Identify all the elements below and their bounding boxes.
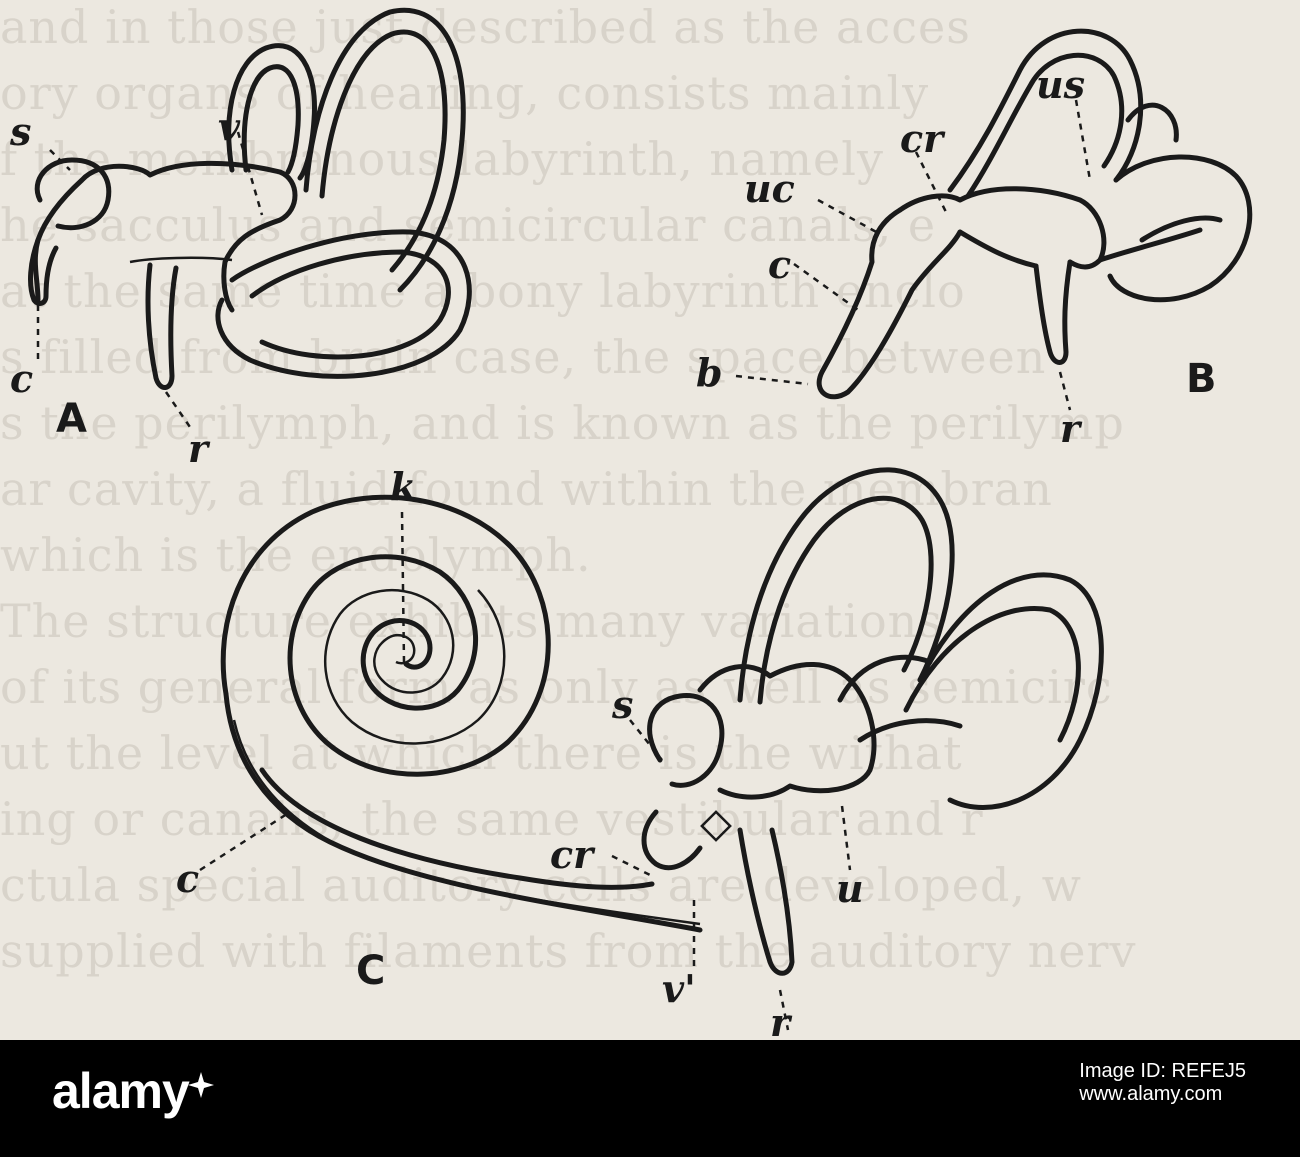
b-canal-lateral [1128,105,1220,240]
label-c-v: v' [662,966,696,1011]
panel-label-b: B [1186,356,1217,402]
watermark-bar: alamy Image ID: REFEJ5 www.alamy.com [0,1040,1300,1157]
semicircular-canal-posterior [306,10,463,290]
c-endolymph-duct [740,830,792,973]
leader-r [166,392,192,430]
panel-label-c: C [356,948,385,994]
label-a-s: s [9,109,31,154]
semicircular-canal-lateral [218,232,469,376]
inner-ear-figure: s v c r A us cr uc c [0,0,1300,1040]
leader-k [402,512,404,662]
image-id-block: Image ID: REFEJ5 www.alamy.com [1079,1060,1246,1106]
semicircular-canal-anterior [229,46,315,178]
c-duct-shading [234,720,700,924]
leader-b [736,376,808,384]
leader-c [794,264,858,310]
label-b-cr: cr [900,116,946,161]
c-small-structure [702,812,730,840]
panel-a-drawing [31,10,470,430]
image-id-caption: Image ID: REFEJ5 [1079,1060,1246,1083]
c-canal-anterior [740,470,952,702]
leader-v [238,132,262,215]
leader-cr [612,856,652,876]
b-canal-posterior [1100,157,1250,300]
leader-uc [818,200,880,234]
label-b-r: r [1060,406,1083,451]
c-sacculus [650,696,722,786]
b-endolymph-duct [1036,262,1070,363]
base-line [130,258,232,262]
c-canal-posterior [906,575,1101,808]
label-c-u: u [836,866,864,911]
leader-c [200,812,290,870]
leader-r [1060,372,1070,410]
utriculus-body [35,163,295,310]
label-a-v: v [218,104,241,149]
label-c-k: k [390,464,416,509]
label-a-r: r [188,426,211,471]
label-c-cr: cr [550,832,596,877]
c-reuniens [644,812,700,868]
label-c-s: s [611,682,633,727]
panel-c-drawing [200,470,1101,1030]
c-canal-lateral [840,657,960,740]
scanned-page: and in those just described as the acces… [0,0,1300,1040]
label-c-r: r [770,1000,793,1040]
b-utriculus [900,189,1104,267]
leader-us [1076,100,1090,180]
label-b-uc: uc [744,166,795,211]
c-cochlea-spiral [223,497,548,774]
sparkle-icon [186,1070,216,1100]
panel-label-a: A [56,396,87,442]
b-canal-anterior [950,31,1141,196]
endolymph-duct [148,265,176,388]
label-b-us: us [1036,62,1085,107]
label-b-c: c [768,242,791,287]
leader-cr [916,152,946,212]
b-cochlea [819,210,960,397]
label-b-b: b [696,350,723,395]
brand-logo: alamy [52,1062,189,1120]
label-c-c: c [176,856,199,901]
leader-u [842,806,850,870]
panel-b-drawing [736,31,1250,410]
label-a-c: c [10,356,33,401]
site-url[interactable]: www.alamy.com [1079,1083,1246,1106]
